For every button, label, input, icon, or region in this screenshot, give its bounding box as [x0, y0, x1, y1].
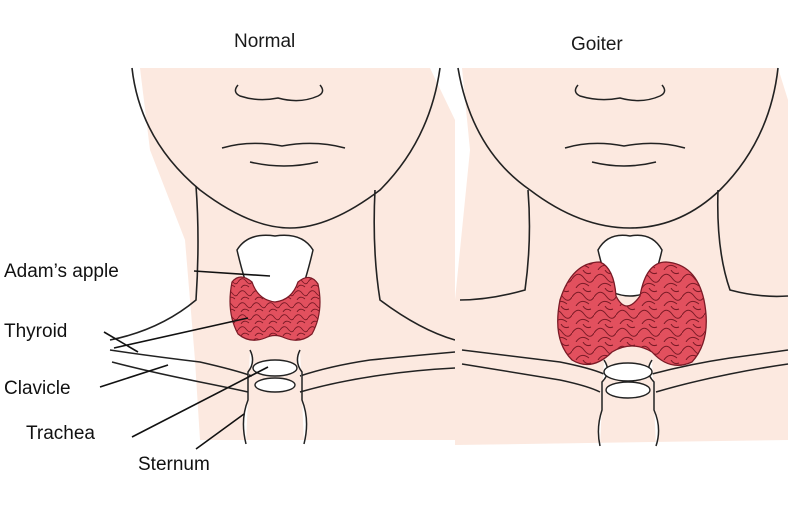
goiter-face-outline [457, 67, 779, 229]
leader-clavicle [99, 364, 169, 388]
normal-panel [99, 67, 456, 450]
normal-neck-right [373, 189, 456, 341]
label-adams-apple: Adam’s apple [4, 261, 119, 282]
goiter-clavicle-left [461, 349, 605, 393]
goiter-panel [455, 67, 789, 447]
goiter-neck-right [716, 189, 789, 298]
goiter-nose [574, 84, 666, 102]
normal-panel-title: Normal [234, 31, 296, 52]
leader-sternum [195, 413, 245, 450]
goiter-mouth [564, 142, 686, 167]
normal-trachea-ring [254, 377, 296, 393]
normal-trachea [242, 349, 308, 445]
label-thyroid: Thyroid [4, 321, 68, 342]
goiter-panel-title: Goiter [571, 34, 623, 55]
normal-clavicle-left [109, 349, 253, 393]
leader-trachea [131, 366, 269, 438]
normal-nose [234, 84, 324, 102]
leader-thyroid-upper [113, 317, 249, 349]
normal-trachea-ring [252, 359, 298, 377]
goiter-trachea-ring [605, 381, 651, 399]
normal-thyroid-texture [230, 277, 320, 341]
label-clavicle: Clavicle [4, 378, 71, 399]
leader-adams-apple [193, 270, 271, 277]
goiter-trachea-ring [603, 362, 653, 382]
label-trachea: Trachea [26, 423, 95, 444]
goiter-neck-left [459, 189, 531, 301]
goiter-thyroid-texture [557, 262, 707, 366]
label-sternum: Sternum [138, 454, 210, 475]
normal-clavicle-right [299, 351, 456, 393]
leader-thyroid-lower [103, 331, 139, 353]
normal-neck-left [109, 185, 199, 341]
goiter-clavicle-right [651, 349, 789, 393]
normal-face-outline [131, 67, 441, 229]
normal-mouth [221, 142, 346, 167]
